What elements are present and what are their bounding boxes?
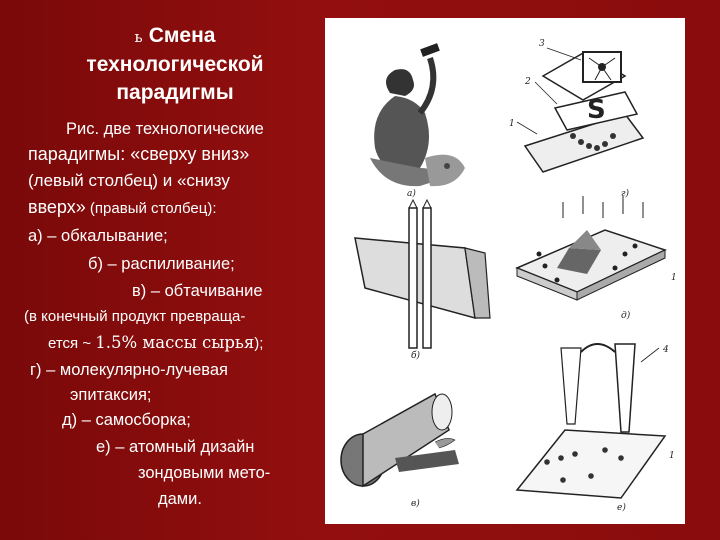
figure-d-selfassembly [515, 196, 668, 301]
body-line-3: (левый столбец) и «снизу [28, 171, 230, 190]
title-line-1: Смена [148, 24, 216, 47]
figure-illustration: а) S 3 2 1 [340, 39, 677, 513]
figure-panel: а) S 3 2 1 [325, 18, 685, 524]
body-line-10: г) – молекулярно-лучевая [30, 361, 228, 379]
body-line-9a: ется ~ [48, 335, 96, 352]
figure-g-epitaxy: S [516, 47, 645, 173]
body-line-7: в) – обтачивание [132, 282, 263, 300]
body-line-13: е) – атомный дизайн [96, 438, 255, 456]
body-line-9d: ); [254, 335, 264, 352]
body-line-2: парадигмы: «сверху вниз» [28, 144, 250, 164]
body-line-8: (в конечный продукт превраща- [24, 308, 246, 325]
label-v: в) [411, 498, 420, 509]
label-g: г) [621, 188, 630, 199]
title-line-3: парадигмы [116, 81, 234, 104]
label-num-3: 3 [539, 39, 545, 49]
body-line-6: б) – распиливание; [88, 255, 235, 273]
title-line-2: технологической [86, 53, 264, 76]
title-bullet: ь [134, 28, 143, 46]
label-num-2: 2 [524, 77, 531, 87]
figure-v-turning [340, 392, 459, 488]
body-line-1: Рис. две технологические [66, 120, 264, 138]
body-line-15: дами. [158, 490, 202, 508]
body-line-4b: (правый столбец): [85, 200, 217, 217]
label-a: а) [407, 188, 416, 199]
label-b: б) [411, 350, 420, 361]
label-num-1b: 1 [671, 273, 677, 283]
label-e: е) [617, 502, 626, 513]
body-line-9: ется ~ 1.5% массы сырья); [48, 332, 263, 355]
body-line-9c: массы сырья [137, 333, 255, 352]
slide-title: ь Смена технологической парадигмы [40, 22, 310, 107]
body-line-4a: вверх» [28, 197, 86, 217]
figure-a-chipping [370, 43, 465, 187]
label-num-1: 1 [509, 119, 515, 129]
body-line-9b: 1.5% [95, 333, 138, 352]
label-num-4: 4 [662, 345, 669, 355]
label-d: д) [621, 310, 631, 321]
body-line-12: д) – самосборка; [62, 411, 191, 429]
figure-e-probe [515, 343, 667, 499]
figure-b-sawing [354, 198, 491, 349]
body-line-11: эпитаксия; [70, 386, 152, 404]
body-line-14: зондовыми мето- [138, 464, 271, 482]
label-num-1c: 1 [669, 451, 675, 461]
svg-text:S: S [587, 95, 606, 125]
body-line-5: а) – обкалывание; [28, 227, 168, 245]
body-line-4: вверх» (правый столбец): [28, 196, 217, 220]
